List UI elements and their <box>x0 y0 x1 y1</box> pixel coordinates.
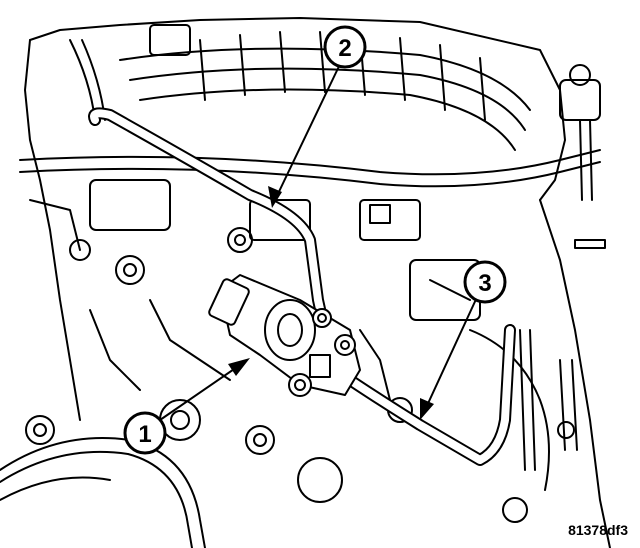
arrowhead-1 <box>228 358 250 376</box>
callout-2: 2 <box>323 25 367 69</box>
leader-line-2 <box>274 59 343 201</box>
callout-2-label: 2 <box>338 35 351 62</box>
leader-lines <box>159 59 479 421</box>
callout-1: 1 <box>123 411 167 455</box>
engine-block <box>19 17 611 548</box>
leader-line-3 <box>424 294 479 411</box>
callout-3: 3 <box>463 260 507 304</box>
leader-line-1 <box>159 364 241 421</box>
callout-1-label: 1 <box>138 421 151 448</box>
flywheel <box>0 437 206 548</box>
arrowhead-3 <box>420 398 434 420</box>
arrowhead-2 <box>268 186 282 208</box>
valve-assembly <box>208 274 361 397</box>
vacuum-hose <box>88 107 328 324</box>
figure-reference: 81378df3 <box>568 522 628 538</box>
callout-3-label: 3 <box>478 270 491 297</box>
outlet-tube <box>344 324 516 466</box>
